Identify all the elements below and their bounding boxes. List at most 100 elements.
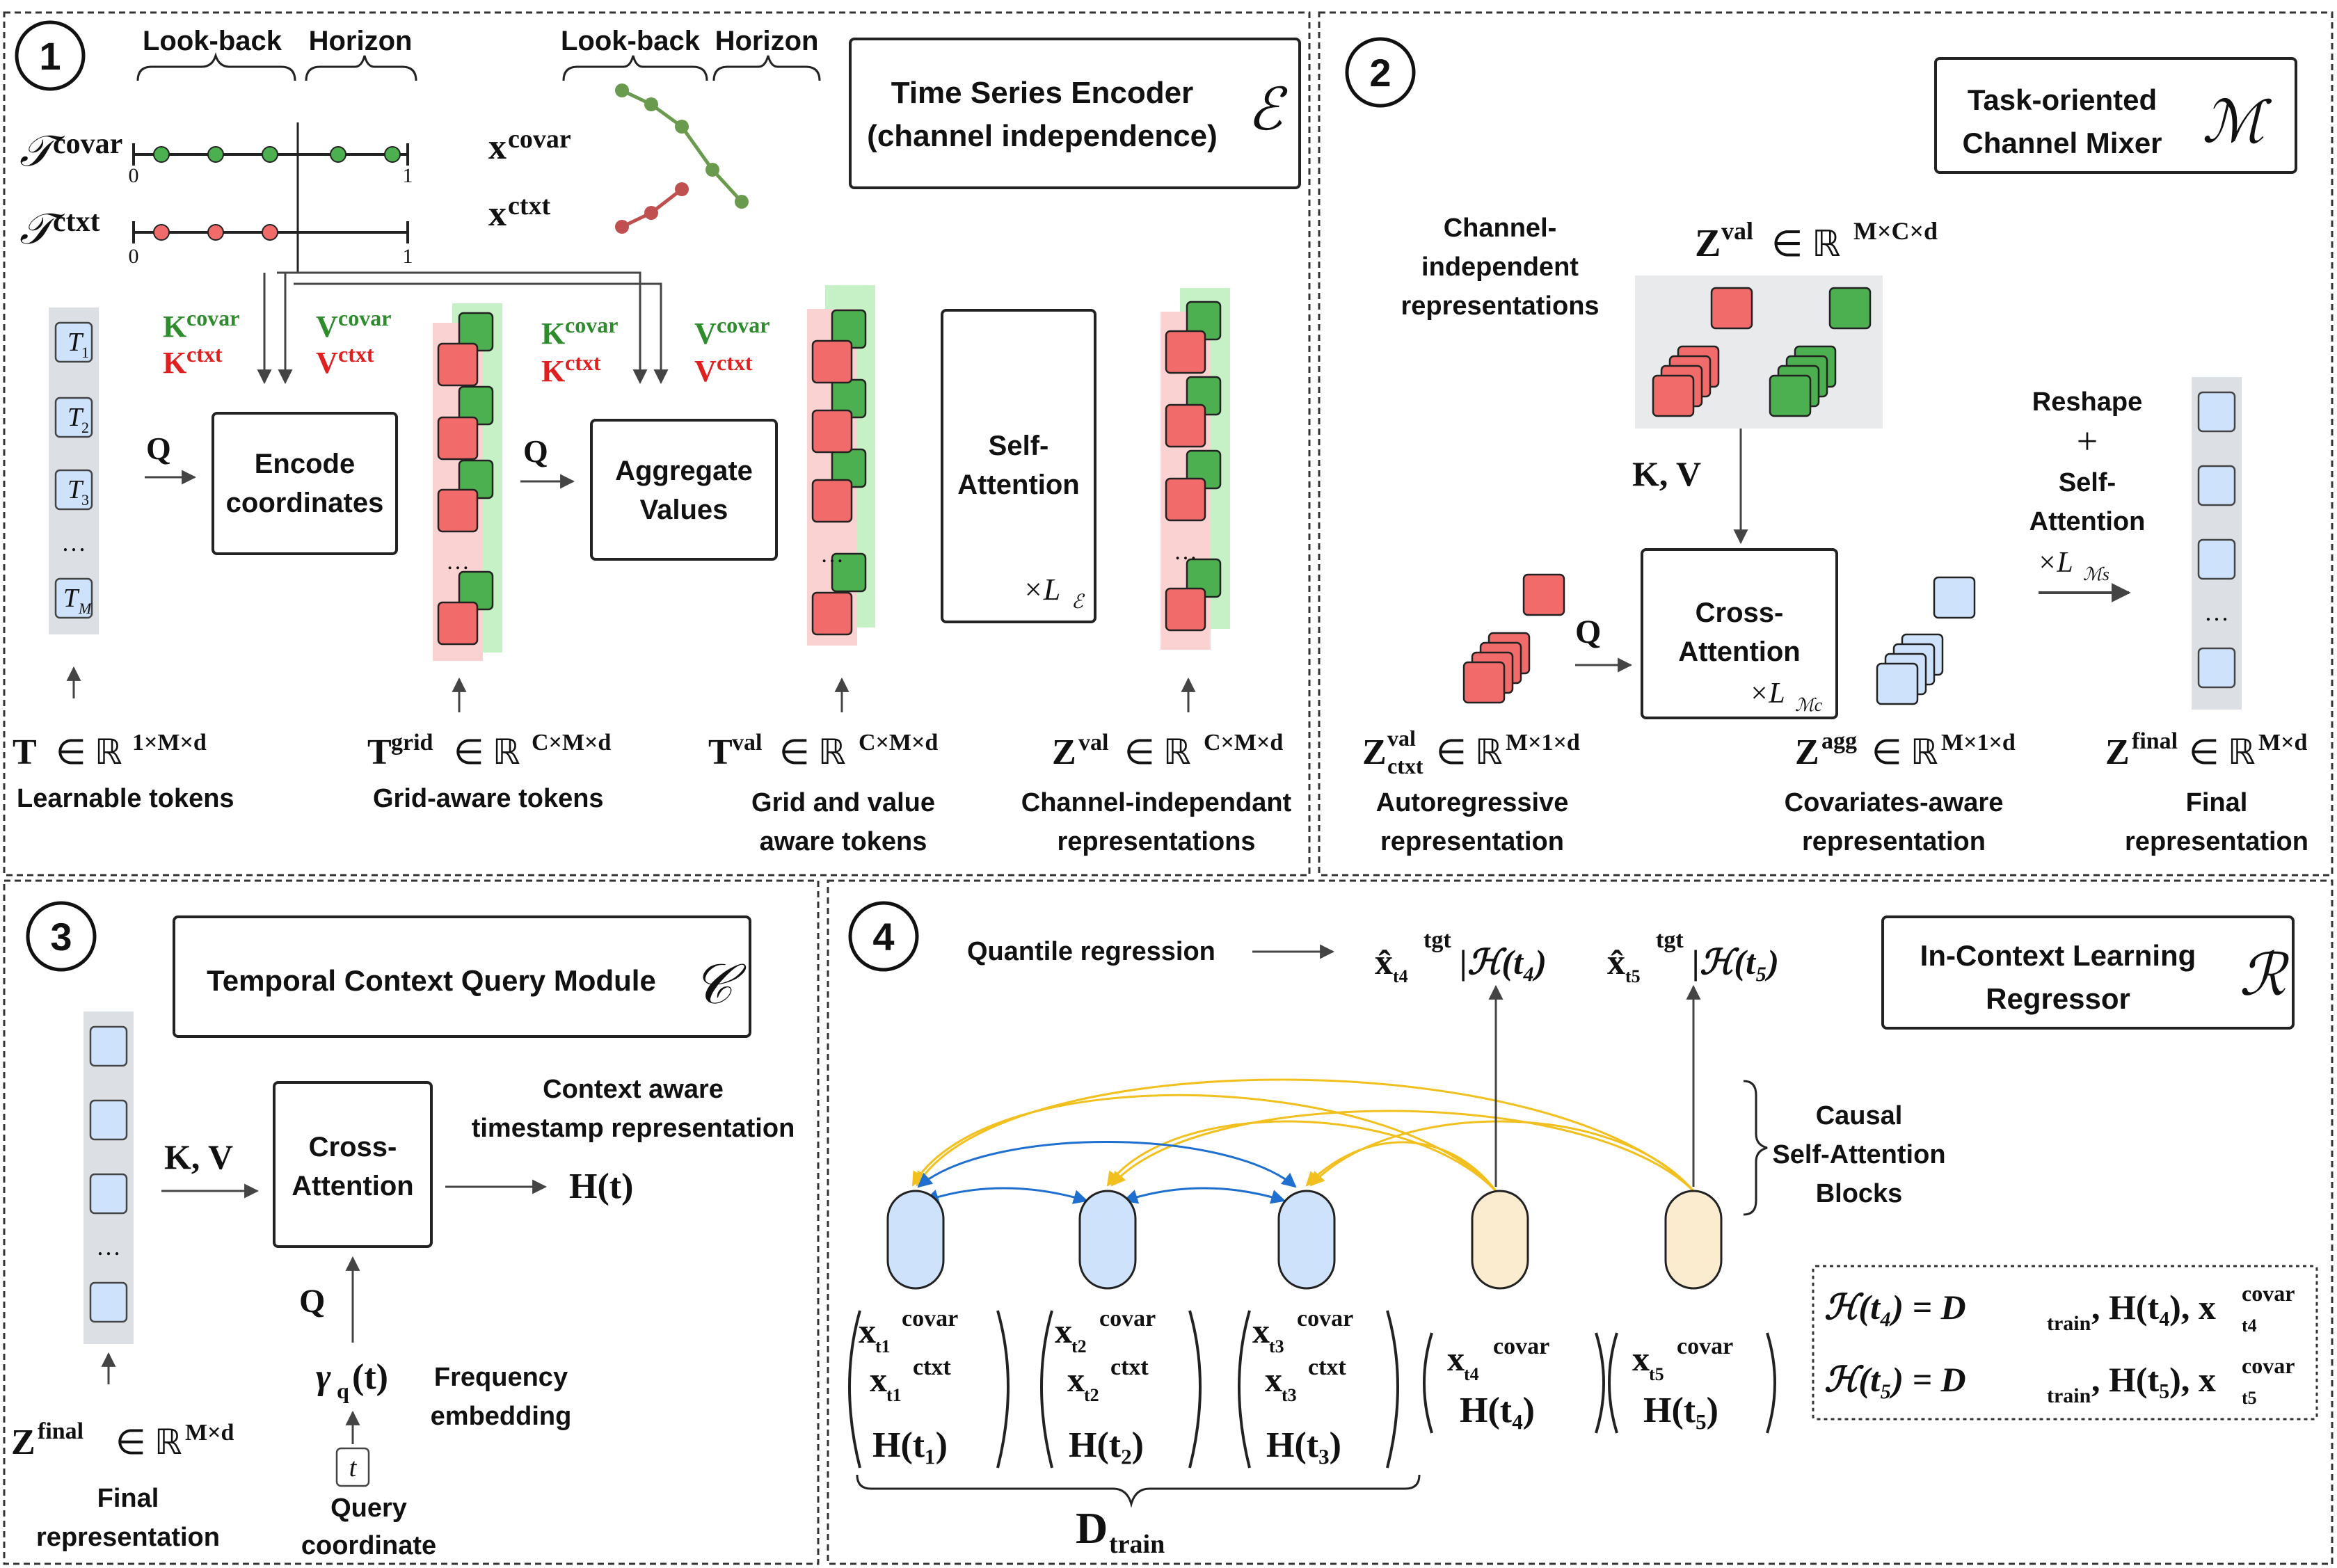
zval-p2-base: Z [1695, 222, 1721, 265]
svg-text:ctxt: ctxt [1387, 753, 1423, 778]
context-aware-line1: Context aware [543, 1075, 724, 1104]
svg-text:t1: t1 [886, 1385, 902, 1405]
svg-text:covar: covar [1099, 1306, 1156, 1331]
zctxt-label: Z val ctxt ∈ ℝ M×1×d Autoregressive repr… [1362, 726, 1580, 856]
svg-text:Z: Z [1052, 733, 1076, 772]
svg-text:covar: covar [338, 305, 391, 330]
test-vector-t4: x t4 covar H(t₄) [1423, 1332, 1605, 1434]
self-attention-line2: Attention [957, 470, 1080, 500]
svg-text:x: x [859, 1311, 876, 1350]
svg-text:|ℋ(t₅): |ℋ(t₅) [1692, 943, 1779, 982]
ctxt-point [207, 224, 224, 241]
ci-line1: Channel- [1444, 214, 1557, 243]
covar-point [153, 146, 170, 163]
svg-text:t: t [349, 1453, 358, 1482]
svg-text:H(t₅): H(t₅) [1643, 1391, 1718, 1430]
zfinal-label-p3: Z final ∈ ℝ M×d Final representation [11, 1418, 234, 1552]
q-label-encode: Q [146, 431, 171, 466]
x-covar-sup: covar [508, 125, 571, 154]
svg-text:Learnable tokens: Learnable tokens [17, 784, 234, 813]
svg-text:x: x [1265, 1360, 1282, 1399]
train-node-t1 [886, 1190, 945, 1290]
cross-attention-box-p2 [1641, 548, 1838, 719]
svg-text:Z: Z [1795, 733, 1819, 772]
svg-text:T: T [13, 733, 37, 772]
svg-text:grid: grid [391, 730, 433, 755]
self-attention-box [941, 309, 1096, 623]
svg-text:C×M×d: C×M×d [532, 730, 611, 755]
icl-symbol: ℛ [2239, 943, 2289, 1008]
svg-text:ctxt: ctxt [717, 350, 753, 375]
causal-line1: Causal [1816, 1101, 1903, 1130]
svg-text:Covariates-aware: Covariates-aware [1785, 788, 2004, 817]
svg-text:covar: covar [1677, 1334, 1733, 1359]
reshape-plus: + [2077, 420, 2098, 462]
lookback-label: Look-back [143, 26, 282, 56]
svg-text:Final: Final [2186, 788, 2248, 817]
svg-text:x: x [1252, 1311, 1270, 1350]
t-ctxt-sup: ctxt [53, 206, 100, 238]
panel3-number-badge [26, 901, 97, 972]
query-coord-line1: Query [330, 1494, 407, 1523]
svg-text:M×d: M×d [2258, 730, 2307, 755]
train-node-t2 [1078, 1190, 1137, 1290]
svg-text:x: x [1447, 1339, 1465, 1378]
svg-text:x̂: x̂ [1375, 943, 1393, 982]
svg-text:agg: agg [1821, 728, 1857, 754]
token-label: T [67, 403, 84, 432]
reshape-selfatt-line1: Self- [2059, 468, 2116, 497]
kv-label-p2: K, V [1632, 454, 1701, 493]
svg-text:t3: t3 [1269, 1336, 1284, 1357]
zval-ellipsis: … [1174, 539, 1197, 565]
svg-text:(t): (t) [352, 1357, 388, 1397]
svg-text:representation: representation [1380, 827, 1564, 856]
svg-text:T: T [708, 733, 733, 772]
kv-label-p3: K, V [164, 1137, 233, 1176]
token-label: T [67, 328, 84, 357]
cross-p2-line2: Attention [1678, 637, 1801, 667]
dtrain-label: D [1076, 1503, 1108, 1553]
v-ctxt-label-2: V [694, 354, 717, 388]
t-covar-sup: covar [53, 128, 122, 160]
token-ellipsis: … [61, 529, 86, 557]
grid-tokens-ellipsis: … [446, 549, 470, 575]
covar-point [384, 146, 401, 163]
x-covar-base: x [488, 127, 507, 167]
learnable-tokens-label: T ∈ ℝ 1×M×d Learnable tokens [13, 730, 234, 813]
grid-value-tokens-label: T val ∈ ℝ C×M×d Grid and value aware tok… [708, 730, 938, 856]
svg-text:ctxt: ctxt [565, 350, 601, 375]
q-label-p2: Q [1575, 614, 1601, 650]
svg-text:val: val [732, 730, 762, 755]
svg-text:M×C×d: M×C×d [1853, 217, 1938, 245]
encode-coordinates-box [212, 412, 398, 555]
panel1: 1 Time Series Encoder (channel independe… [13, 20, 1301, 856]
panel3-number: 3 [50, 915, 72, 959]
svg-text:t1: t1 [875, 1336, 891, 1357]
svg-text:covar: covar [1493, 1334, 1549, 1359]
cross-p2-repeat: ×L [1749, 678, 1785, 710]
svg-text:aware tokens: aware tokens [760, 827, 927, 856]
token-label: T [63, 584, 80, 613]
svg-text:t3: t3 [1282, 1385, 1297, 1405]
svg-text:final: final [38, 1418, 83, 1444]
train-vector-t2: x t2 covar x t2 ctxt H(t₂) [1040, 1306, 1202, 1469]
svg-text:ℳs: ℳs [2083, 564, 2109, 584]
test-node-t4 [1471, 1190, 1529, 1290]
svg-text:Z: Z [11, 1423, 35, 1462]
frequency-line2: embedding [431, 1402, 572, 1431]
mixer-title-line2: Channel Mixer [1962, 127, 2162, 159]
svg-text:H(t₃): H(t₃) [1266, 1425, 1341, 1465]
ci-line2: independent [1421, 253, 1579, 282]
covar-point [330, 146, 346, 163]
svg-text:ℳc: ℳc [1795, 695, 1823, 715]
v-ctxt-label: V [316, 346, 338, 380]
encoder-symbol: ℰ [1247, 78, 1289, 143]
train-vector-t1: x t1 covar x t1 ctxt H(t₁) [848, 1306, 1010, 1469]
svg-text:x: x [1055, 1311, 1072, 1350]
svg-text:val: val [1387, 726, 1416, 751]
zfinal-label-p2: Z final ∈ ℝ M×d Final representation [2105, 728, 2308, 856]
dtrain-brace [856, 1474, 1421, 1508]
token-list: T 1 T 2 T 3 … T M [54, 321, 93, 619]
svg-text:∈ ℝ: ∈ ℝ [779, 733, 846, 771]
reshape-selfatt-line2: Attention [2029, 507, 2146, 536]
